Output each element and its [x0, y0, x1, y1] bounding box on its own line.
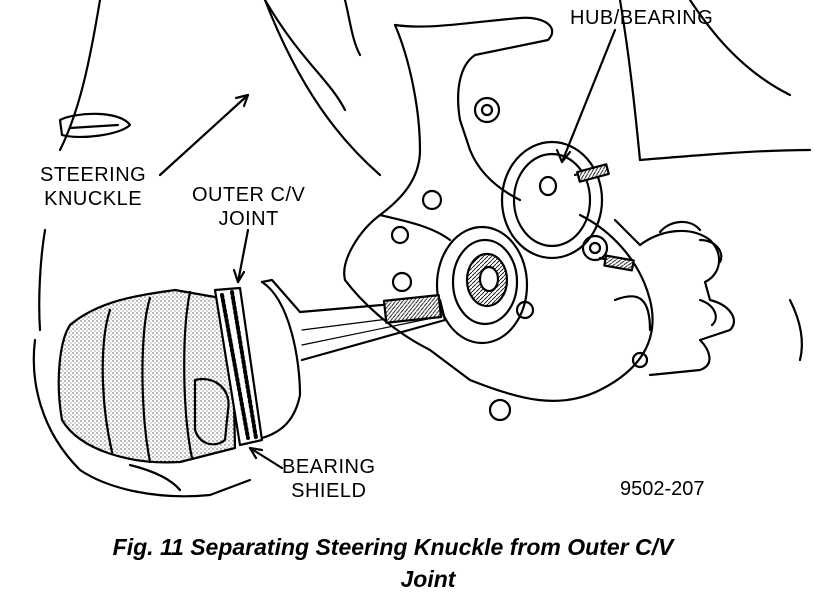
outer-cv-housing	[260, 280, 302, 440]
leader-hub-bearing	[560, 28, 617, 164]
label-bearing-shield: BEARING SHIELD	[282, 455, 376, 503]
knuckle-bore	[435, 225, 529, 345]
label-bearing-shield-line2: SHIELD	[291, 480, 367, 502]
cv-stub-shaft	[298, 298, 447, 362]
label-outer-cv-line1: OUTER C/V	[192, 184, 306, 206]
label-bearing-shield-line1: BEARING	[282, 456, 376, 478]
label-outer-cv-joint: OUTER C/V JOINT	[192, 183, 305, 231]
knuckle-arm	[393, 16, 554, 202]
label-hub-bearing-text: HUB/BEARING	[570, 7, 714, 29]
technical-illustration	[32, 0, 812, 498]
figure-caption: Fig. 11 Separating Steering Knuckle from…	[0, 531, 816, 595]
cv-boot	[57, 288, 237, 464]
leader-bearing-shield	[248, 446, 284, 470]
label-outer-cv-line2: JOINT	[218, 208, 279, 230]
figure-code: 9502-207	[620, 478, 705, 500]
right-hand	[638, 229, 735, 377]
label-steering-knuckle-line2: KNUCKLE	[44, 188, 143, 210]
caption-line2: Joint	[400, 566, 456, 592]
caption-line1: Fig. 11 Separating Steering Knuckle from…	[112, 534, 674, 560]
label-steering-knuckle: STEERING KNUCKLE	[40, 163, 146, 211]
label-steering-knuckle-line1: STEERING	[40, 164, 147, 186]
left-hand	[32, 338, 252, 498]
leader-steering-knuckle	[158, 93, 250, 177]
label-hub-bearing: HUB/BEARING	[570, 6, 713, 30]
hub-bearing-flange	[500, 140, 604, 260]
leader-outer-cv	[236, 228, 250, 284]
